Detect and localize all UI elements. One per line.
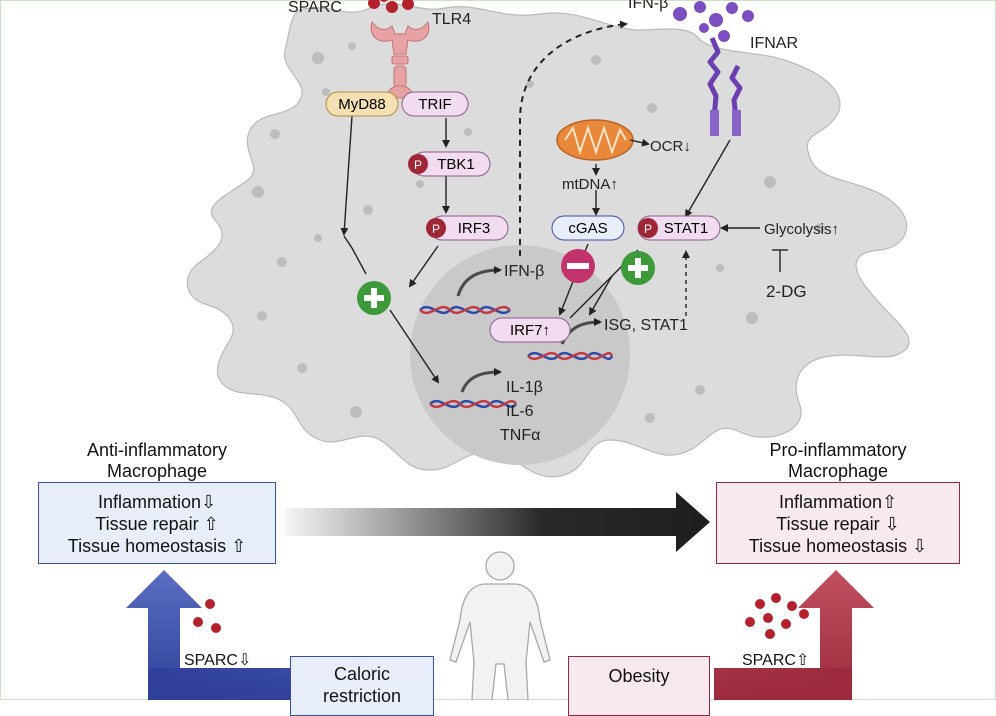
- irf3-phospho-mark: P: [432, 222, 440, 236]
- cgas-node: cGAS: [551, 215, 625, 241]
- caloric-line1: Caloric: [333, 664, 390, 684]
- tnfa-label: TNFα: [500, 427, 540, 444]
- transition-arrow: [286, 492, 710, 552]
- tbk1-phospho-mark: P: [414, 158, 422, 172]
- human-body-icon: [449, 551, 551, 700]
- trif-node: TRIF: [401, 91, 469, 117]
- anti-title-line1: Anti-inflammatory: [86, 440, 228, 460]
- caloric-line2: restriction: [322, 686, 402, 706]
- anti-tissue-repair-text: Tissue repair ⇧: [95, 514, 219, 534]
- irf3-node: P IRF3: [426, 215, 509, 241]
- anti-title-line2: Macrophage: [106, 461, 208, 481]
- trif-label: TRIF: [418, 96, 451, 113]
- obesity-box: Obesity: [568, 656, 710, 716]
- stat1-node: P STAT1: [637, 215, 721, 241]
- pro-title-line2: Macrophage: [787, 461, 889, 481]
- pro-title-line1: Pro-inflammatory: [769, 440, 907, 460]
- anti-inflammatory-box: Inflammation⇩ Tissue repair ⇧ Tissue hom…: [38, 482, 276, 564]
- cgas-label: cGAS: [568, 220, 607, 237]
- sparc-up-label: SPARC⇧: [742, 652, 810, 669]
- dna-helix-2: [527, 351, 614, 361]
- sparc-dots-low: [193, 599, 221, 633]
- sparc-down-label: SPARC⇩: [184, 652, 252, 669]
- ifnar-label: IFNAR: [750, 35, 798, 52]
- dashed-arrows: [519, 20, 690, 316]
- irf7-node: IRF7↑: [489, 317, 571, 343]
- irf3-label: IRF3: [458, 220, 491, 237]
- ifn-beta-dots: [673, 1, 754, 42]
- anti-inflammatory-arrow: [126, 570, 290, 700]
- pro-inflammatory-title: Pro-inflammatory Macrophage: [716, 440, 960, 482]
- mtdna-label: mtDNA↑: [562, 176, 618, 193]
- il1b-label: IL-1β: [506, 379, 543, 396]
- tbk1-node: P TBK1: [408, 151, 491, 177]
- dna-helix-3: [429, 399, 518, 409]
- anti-inflammatory-title: Anti-inflammatory Macrophage: [38, 440, 276, 482]
- sparc-dots-top: [368, 0, 414, 13]
- il6-label: IL-6: [506, 403, 534, 420]
- glycolysis-label: Glycolysis↑: [764, 221, 839, 238]
- pro-inflammatory-arrow: [714, 570, 874, 700]
- pro-inflammation-text: Inflammation⇧: [778, 492, 898, 512]
- caloric-restriction-box: Caloric restriction: [290, 656, 434, 716]
- mitochondrion-icon: [556, 119, 634, 161]
- nucleus: [410, 245, 630, 465]
- ifnar-receptor-icon: [707, 37, 743, 136]
- signaling-arrows: [340, 115, 788, 384]
- dna-helix-1: [419, 305, 511, 315]
- ocr-label: OCR↓: [650, 138, 691, 155]
- pro-inflammatory-box: Inflammation⇧ Tissue repair ⇩ Tissue hom…: [716, 482, 960, 564]
- macrophage-cell: [186, 3, 910, 478]
- isg-stat1-label: ISG, STAT1: [604, 317, 688, 334]
- cytoplasm-speckles: [252, 42, 825, 441]
- ifn-top-label: IFN-β: [628, 0, 668, 12]
- sparc-top-label: SPARC: [288, 0, 342, 16]
- pro-homeostasis-text: Tissue homeostasis ⇩: [748, 536, 928, 556]
- obesity-text: Obesity: [608, 666, 670, 686]
- plus-icon-right: [621, 251, 655, 285]
- anti-homeostasis-text: Tissue homeostasis ⇧: [67, 536, 247, 556]
- tbk1-label: TBK1: [437, 156, 475, 173]
- plus-icon-left: [357, 281, 391, 315]
- myd88-node: MyD88: [325, 91, 399, 117]
- minus-icon: [561, 249, 595, 283]
- irf7-label: IRF7↑: [510, 322, 550, 339]
- pro-tissue-repair-text: Tissue repair ⇩: [776, 514, 900, 534]
- tlr4-label: TLR4: [432, 11, 471, 28]
- anti-inflammation-text: Inflammation⇩: [97, 492, 217, 512]
- stat1-phospho-mark: P: [644, 222, 652, 236]
- stat1-label: STAT1: [664, 220, 708, 237]
- myd88-label: MyD88: [338, 96, 386, 113]
- two-dg-label: 2-DG: [766, 282, 807, 301]
- pathway-diagram: MyD88 TRIF P TBK1 P IRF3 cGAS P STAT1 IR…: [0, 0, 996, 700]
- sparc-dots-high: [745, 593, 809, 639]
- ifn-beta-label: IFN-β: [504, 263, 544, 280]
